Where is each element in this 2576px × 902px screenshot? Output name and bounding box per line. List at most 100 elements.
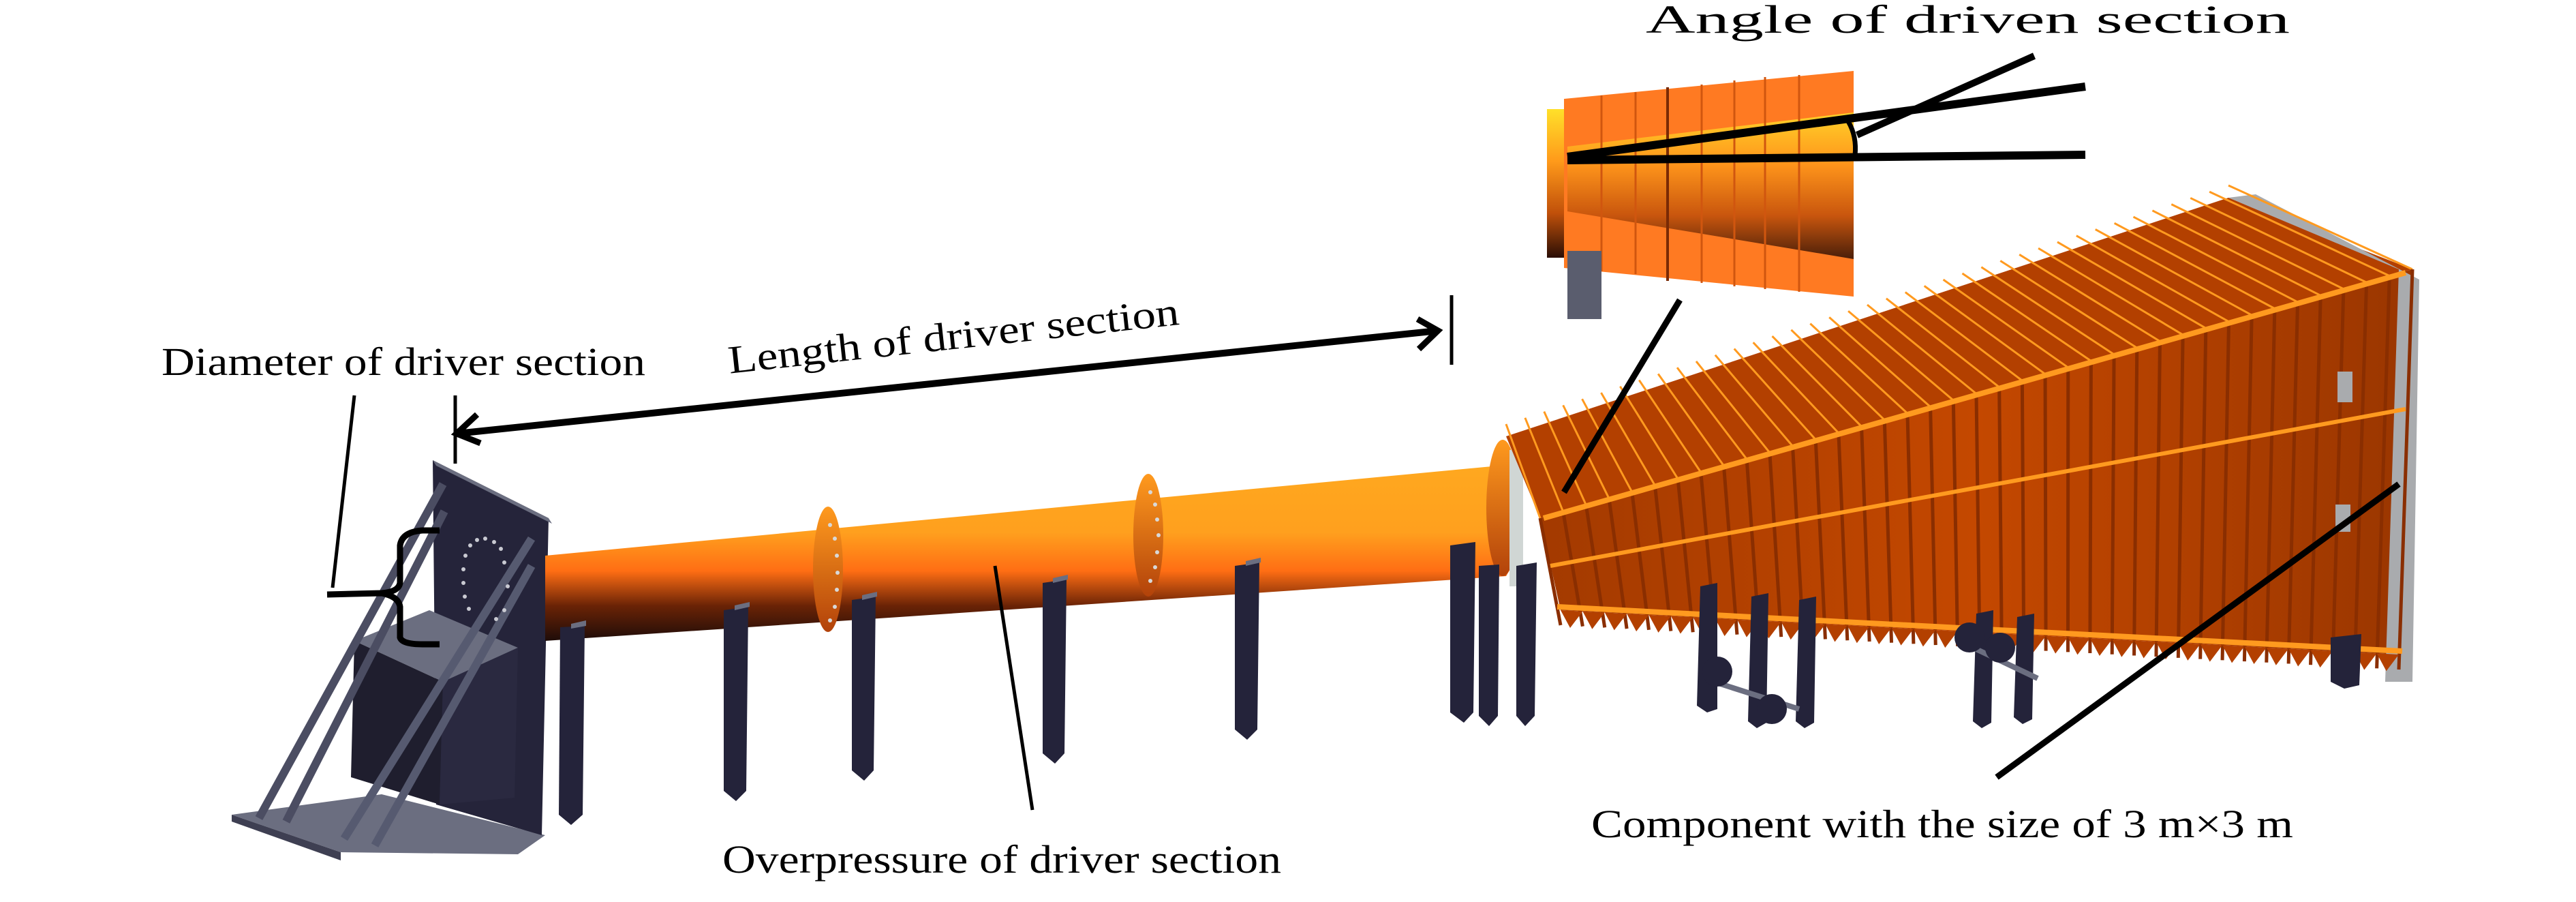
top-rib [1600, 392, 1656, 486]
front-rib [2265, 308, 2277, 663]
top-rib [2151, 209, 2321, 297]
front-rib [1630, 492, 1651, 631]
end-panel-1 [2337, 372, 2352, 402]
top-rib [1961, 272, 2092, 362]
front-rib [2352, 282, 2369, 667]
front-rib [1974, 393, 1982, 648]
driven-support-pair [1954, 610, 2039, 728]
angle-leader [1855, 52, 2036, 138]
inset-support [1567, 251, 1601, 319]
front-rib [2088, 361, 2093, 654]
top-rib [1867, 303, 1977, 395]
top-rib [1695, 360, 1771, 453]
driver-section-tube [545, 440, 1523, 641]
top-rib [1828, 316, 1931, 408]
front-rib [2132, 348, 2139, 656]
top-rib [2190, 197, 2367, 284]
support-leg [559, 620, 586, 825]
front-rib [1607, 498, 1629, 629]
top-rib [1980, 266, 2115, 356]
brace-4 [371, 564, 536, 847]
label-length-of-driver-section: Length of driver section [726, 289, 1181, 382]
annotation-leaders [326, 295, 2401, 811]
angle-arc [1845, 120, 1858, 156]
label-diameter-of-driver-section: Diameter of driver section [162, 340, 645, 384]
top-rib [1923, 285, 2046, 375]
front-rib [1813, 439, 1827, 640]
flange-1 [813, 507, 843, 632]
inset-flange [1547, 109, 1564, 258]
front-rib [2020, 380, 2026, 650]
brace-2 [282, 509, 448, 824]
driver-supports [559, 542, 1537, 825]
inset-driven-angle [1547, 52, 2086, 319]
front-rib [2397, 269, 2414, 670]
junction-flange [1486, 440, 1523, 586]
top-rib [1714, 354, 1794, 447]
top-rib [1809, 322, 1908, 415]
support-leg [724, 602, 750, 801]
top-rib [1505, 423, 1542, 519]
top-rib [2132, 215, 2299, 303]
top-rib [1942, 278, 2069, 369]
top-rib [2228, 184, 2413, 271]
diameter-brace [326, 527, 440, 648]
base-plate-edge [232, 815, 341, 860]
top-rib [2019, 254, 2161, 342]
driven-supports [1697, 583, 2361, 728]
front-rib [2331, 288, 2346, 666]
front-rib [2375, 275, 2391, 669]
bolt-circle [461, 537, 510, 621]
front-rib [1929, 406, 1937, 646]
front-rib [1721, 465, 1739, 635]
angle-line-upper [1567, 82, 2086, 161]
component-leader [1995, 481, 2401, 780]
support-leg [1043, 575, 1068, 764]
driven-top-face [1506, 198, 2412, 518]
top-rib [2095, 228, 2252, 316]
front-rib [2043, 374, 2048, 651]
front-rib [1905, 413, 1916, 644]
front-rib [1997, 387, 2004, 649]
front-rib [1768, 452, 1783, 637]
front-rib [2286, 301, 2300, 664]
front-rib [1653, 485, 1673, 631]
top-rib [2113, 222, 2275, 310]
top-rib [2038, 247, 2183, 336]
front-ribs [1538, 269, 2414, 670]
top-rib [1904, 291, 2023, 382]
top-rib [1885, 297, 2000, 389]
support-leg [852, 592, 877, 781]
top-rib [1524, 417, 1565, 512]
top-rib [1733, 348, 1817, 440]
top-rib [1847, 310, 1954, 402]
top-rib [1752, 342, 1839, 434]
front-rib [2176, 335, 2185, 658]
length-dimension-line [456, 327, 1439, 437]
stiffener-top [1542, 270, 2407, 521]
top-rib [1771, 335, 1862, 427]
top-rib [1581, 398, 1634, 493]
stiffener-mid [1550, 407, 2406, 568]
label-overpressure-of-driver-section: Overpressure of driver section [722, 837, 1281, 882]
inset-leader [1561, 298, 1683, 494]
back-panel-edge [433, 460, 552, 524]
overpressure-leader [993, 565, 1034, 811]
diameter-leader [331, 395, 356, 588]
front-rib [2220, 321, 2231, 661]
front-rib [2110, 354, 2116, 655]
tube-body [545, 466, 1516, 641]
front-rib [1882, 419, 1894, 643]
top-rib [1619, 385, 1679, 480]
label-component-size: Component with the size of 3 m×3 m [1591, 802, 2293, 846]
top-ribs [1505, 184, 2413, 519]
front-rib [1837, 433, 1850, 641]
brace-3 [340, 536, 536, 841]
front-rib [1951, 400, 1960, 646]
top-rib [1638, 379, 1702, 473]
driven-support-end [2331, 634, 2361, 689]
flange-2 [1133, 474, 1163, 597]
top-rib [1790, 329, 1886, 421]
top-rib [1999, 260, 2138, 349]
